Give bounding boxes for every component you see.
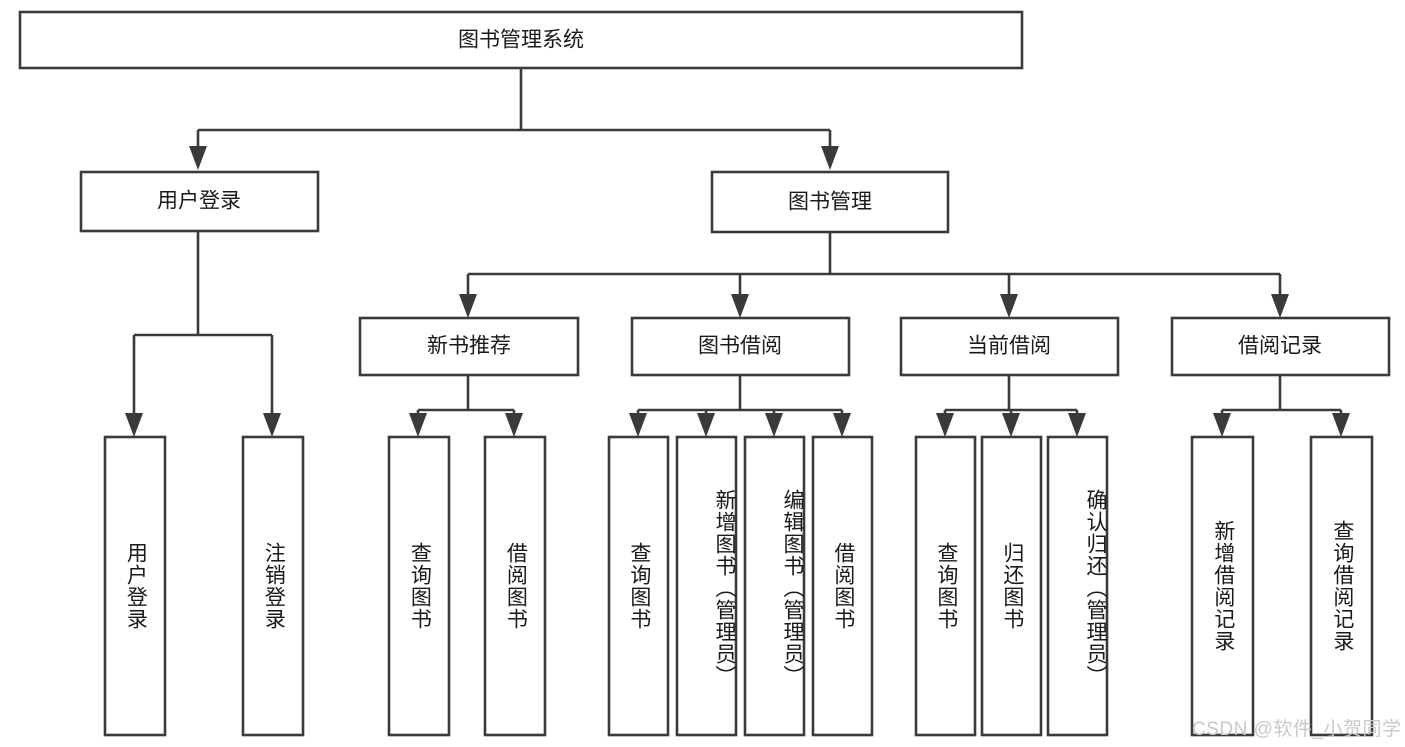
arrow-head-borrow-record-leaf-2	[1332, 413, 1350, 437]
arrow-head-new-book	[459, 294, 477, 318]
arrow-head-book-borrow	[731, 294, 749, 318]
arrow-head-user-login-leaf-1	[125, 413, 143, 437]
node-box-leaf-current-borrow-2[interactable]	[980, 435, 1043, 737]
arrow-head-user-login	[189, 146, 207, 170]
node-box-leaf-new-book-1[interactable]	[387, 435, 451, 737]
node-box-book-manage[interactable]	[710, 170, 950, 234]
node-label-user-login: 用户登录	[157, 190, 241, 213]
node-label-book-borrow: 图书借阅	[698, 335, 782, 358]
node-box-book-borrow[interactable]	[630, 316, 851, 377]
node-box-leaf-user-login-2[interactable]	[241, 435, 305, 737]
connector-group-user-login-leaves	[125, 231, 281, 437]
connector-group-root-to-level2	[189, 68, 839, 170]
arrow-head-borrow-record	[1271, 294, 1289, 318]
node-box-leaf-book-borrow-3[interactable]	[743, 435, 806, 737]
node-box-leaf-user-login-1[interactable]	[103, 435, 167, 737]
arrow-head-current-borrow-leaf-1	[936, 413, 954, 437]
node-user-login[interactable]: 用户登录	[79, 170, 320, 233]
node-label-new-book-recommend: 新书推荐	[427, 335, 511, 358]
node-label-root: 图书管理系统	[458, 29, 584, 52]
arrow-head-book-borrow-leaf-2	[697, 413, 715, 437]
node-box-leaf-book-borrow-2[interactable]	[675, 435, 738, 737]
arrow-head-book-borrow-leaf-4	[833, 413, 851, 437]
arrow-head-new-book-leaf-2	[505, 413, 523, 437]
arrow-head-borrow-record-leaf-1	[1213, 413, 1231, 437]
arrow-head-new-book-leaf-1	[409, 413, 427, 437]
node-new-book-recommend[interactable]: 新书推荐	[358, 316, 580, 377]
arrow-head-book-borrow-leaf-1	[629, 413, 647, 437]
node-root-system[interactable]: 图书管理系统	[18, 10, 1024, 70]
node-book-borrow[interactable]: 图书借阅	[630, 316, 851, 377]
node-label-book-manage: 图书管理	[788, 191, 872, 214]
arrow-head-book-manage	[821, 146, 839, 170]
node-box-user-login[interactable]	[79, 170, 320, 233]
connector-group-borrow-record-leaves	[1213, 375, 1350, 437]
arrow-head-current-borrow-leaf-2	[1002, 413, 1020, 437]
node-box-root[interactable]	[18, 10, 1024, 70]
node-box-leaf-borrow-record-2[interactable]	[1309, 435, 1374, 737]
arrow-head-current-borrow-leaf-3	[1068, 413, 1086, 437]
node-box-leaf-current-borrow-3[interactable]	[1046, 435, 1109, 737]
node-box-leaf-current-borrow-1[interactable]	[914, 435, 977, 737]
connector-group-book-manage-to-level3	[459, 232, 1289, 318]
node-label-current-borrow: 当前借阅	[967, 335, 1051, 358]
node-label-borrow-record: 借阅记录	[1238, 335, 1322, 358]
node-box-leaf-book-borrow-1[interactable]	[607, 435, 670, 737]
node-box-new-book-recommend[interactable]	[358, 316, 580, 377]
node-box-leaf-new-book-2[interactable]	[483, 435, 547, 737]
node-current-borrow[interactable]: 当前借阅	[899, 316, 1120, 377]
arrow-head-user-login-leaf-2	[263, 413, 281, 437]
arrow-head-current-borrow	[1000, 294, 1018, 318]
node-borrow-record[interactable]: 借阅记录	[1170, 316, 1391, 377]
node-box-current-borrow[interactable]	[899, 316, 1120, 377]
node-box-leaf-borrow-record-1[interactable]	[1190, 435, 1255, 737]
node-box-borrow-record[interactable]	[1170, 316, 1391, 377]
connector-group-book-borrow-leaves	[629, 375, 851, 437]
csdn-watermark: CSDN @软件_小贺同学	[1192, 719, 1402, 740]
node-book-manage[interactable]: 图书管理	[710, 170, 950, 234]
node-box-leaf-book-borrow-4[interactable]	[811, 435, 874, 737]
arrow-head-book-borrow-leaf-3	[765, 413, 783, 437]
connector-group-current-borrow-leaves	[936, 375, 1086, 437]
connector-group-new-book-leaves	[409, 375, 523, 437]
